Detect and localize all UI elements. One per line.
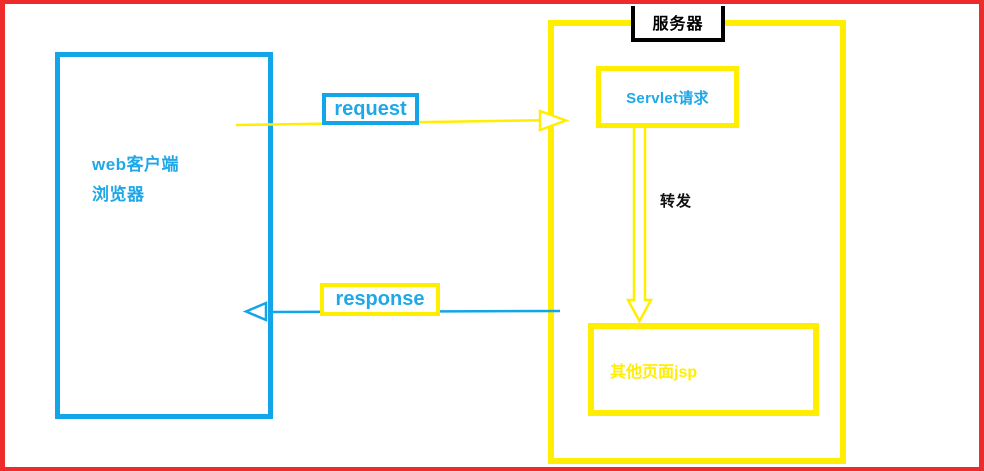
other-page-jsp-label: 其他页面jsp [610, 364, 698, 381]
servlet-request-box[interactable]: Servlet请求 [596, 66, 739, 128]
forward-label: 转发 [660, 193, 693, 210]
response-tag-label: response [335, 288, 425, 310]
request-tag-label: request [334, 97, 407, 120]
response-tag[interactable]: response [320, 283, 440, 316]
request-tag[interactable]: request [322, 93, 419, 125]
servlet-request-label: Servlet请求 [626, 89, 709, 107]
other-page-jsp-box[interactable] [588, 323, 819, 416]
server-title-tag: 服务器 [631, 2, 725, 42]
client-browser-box[interactable] [55, 52, 273, 419]
client-browser-label: web客户端 浏览器 [92, 155, 180, 204]
